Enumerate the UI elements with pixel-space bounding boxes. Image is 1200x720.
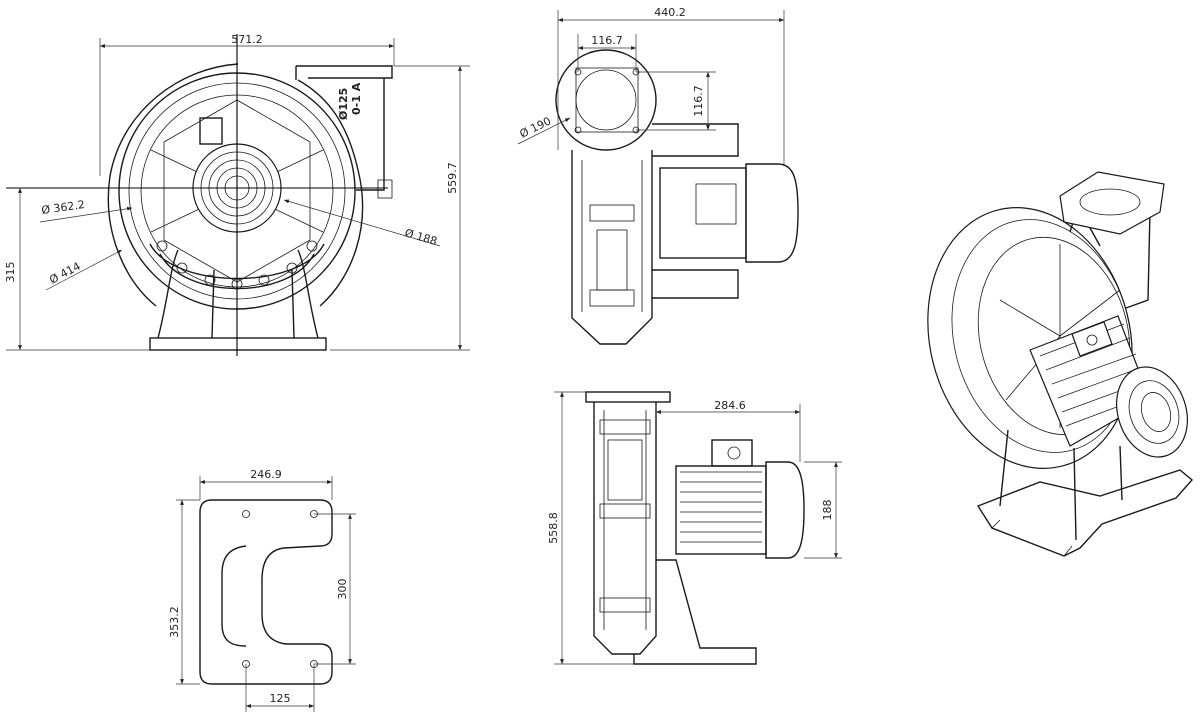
dim-side-depth: 440.2 <box>654 6 686 19</box>
side-flange-square <box>575 67 639 133</box>
side-flange-ring <box>555 49 657 151</box>
leader-dia-hub <box>283 199 441 247</box>
front-terminal-box <box>199 117 223 145</box>
iso-fan-cover <box>1116 366 1188 458</box>
rear-cable-gland <box>727 446 741 460</box>
front-housing-outline <box>107 63 364 307</box>
side-view: 440.2 116.7 116.7 Ø 190 <box>517 6 799 345</box>
rear-slot-1 <box>599 419 651 435</box>
rear-terminal-box <box>711 439 753 467</box>
side-terminal-box <box>695 183 737 225</box>
iso-fan-grill-1 <box>1128 380 1180 444</box>
rear-top-flange <box>585 391 671 403</box>
iso-legs <box>999 429 1123 541</box>
base-plate-view: 246.9 353.2 300 125 <box>168 468 356 712</box>
dim-center-height: 315 <box>4 262 17 283</box>
dim-rear-motor-length: 284.6 <box>714 399 746 412</box>
dim-flange-height: 116.7 <box>692 85 705 117</box>
dim-bp-width: 246.9 <box>250 468 282 481</box>
front-base-foot <box>149 337 327 351</box>
rear-support <box>633 559 757 665</box>
leader-dia-inner <box>39 206 133 223</box>
rear-housing <box>593 402 657 655</box>
iso-outlet-bore <box>1079 188 1141 216</box>
iso-base <box>976 469 1194 557</box>
leader-dia-outer <box>45 249 123 291</box>
front-outlet-flange <box>377 179 393 199</box>
side-slot-1 <box>589 204 635 222</box>
iso-motor-fins <box>1039 323 1147 427</box>
iso-terminal-box <box>1071 321 1113 357</box>
iso-outlet-flange <box>1059 171 1165 235</box>
side-impeller <box>596 229 628 291</box>
front-view: Ø125 0-1 A 571.2 559.7 315 Ø 362.2 Ø 414… <box>4 33 470 356</box>
side-housing-inner <box>581 160 643 312</box>
iso-cable-gland <box>1086 334 1098 346</box>
dim-width: 571.2 <box>231 33 263 46</box>
rear-impeller <box>607 439 643 501</box>
dim-bp-hole-y: 300 <box>336 579 349 600</box>
dim-flange-width: 116.7 <box>591 34 623 47</box>
rear-motor-fins <box>680 471 762 543</box>
dim-height: 559.7 <box>446 162 459 194</box>
dim-dia-outer: Ø 414 <box>47 260 82 287</box>
side-motor-fan-cover <box>745 163 799 263</box>
dim-rear-motor-height: 188 <box>821 500 834 521</box>
dim-rear-height: 558.8 <box>547 512 560 544</box>
side-flange-bore <box>575 69 637 131</box>
side-housing <box>571 150 653 345</box>
dim-bp-hole-x: 125 <box>270 692 291 705</box>
front-outlet-note: 0-1 A <box>350 82 363 115</box>
rear-motor-fan-cover <box>765 461 805 559</box>
rear-slot-3 <box>599 597 651 613</box>
front-outlet-label: Ø125 <box>337 88 350 120</box>
rear-view: 284.6 558.8 188 <box>547 391 842 665</box>
iso-fan-grill-2 <box>1140 392 1172 432</box>
iso-base-edges <box>991 519 1073 557</box>
side-motor-body <box>659 167 747 259</box>
rear-motor-body <box>675 465 767 555</box>
isometric-view <box>927 171 1194 557</box>
dim-bp-height: 353.2 <box>168 606 181 638</box>
side-upper-bracket <box>652 123 739 157</box>
dim-dia-inner: Ø 362.2 <box>41 198 86 217</box>
side-lower-bracket <box>652 269 739 299</box>
iso-housing-ring <box>951 219 1133 453</box>
dim-flange-dia: Ø 190 <box>518 114 553 140</box>
dim-dia-hub: Ø 188 <box>403 226 438 248</box>
front-outlet <box>295 65 393 191</box>
rear-housing-inner <box>603 410 647 630</box>
leader-flange-dia <box>517 117 571 145</box>
side-slot-2 <box>589 289 635 307</box>
rear-slot-2 <box>599 503 651 519</box>
base-plate-outline <box>199 499 333 685</box>
